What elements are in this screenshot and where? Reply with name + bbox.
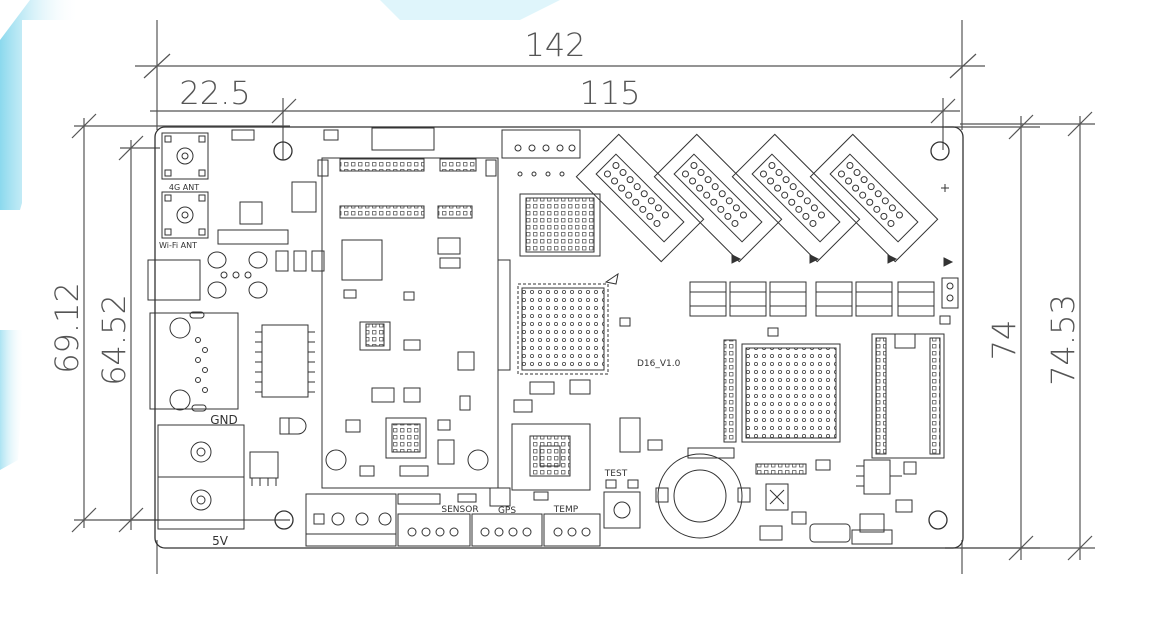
transformer xyxy=(255,324,315,398)
label-sensor: SENSOR xyxy=(441,505,478,515)
dim-inner-height-right: 74 xyxy=(985,320,1023,361)
4g-antenna-connector xyxy=(161,132,209,180)
fpga-section xyxy=(723,333,945,495)
label-temp: TEMP xyxy=(553,505,579,515)
left-section xyxy=(147,132,325,530)
wifi-antenna-connector xyxy=(161,191,209,239)
power-terminal xyxy=(157,424,245,530)
label-board-name: D16_V1.0 xyxy=(637,359,681,369)
dim-outer-height-left: 69.12 xyxy=(48,282,86,374)
label-5v: 5V xyxy=(212,534,229,548)
label-gnd: GND xyxy=(210,413,238,427)
dim-hole-span: 115 xyxy=(579,74,640,112)
qfp-chip xyxy=(511,423,591,491)
label-test: TEST xyxy=(604,469,628,479)
top-connectors xyxy=(231,127,581,177)
sensor-connector xyxy=(397,513,471,547)
dimension-lines xyxy=(71,20,1095,574)
dim-left-offset: 22.5 xyxy=(179,74,250,112)
label-gps: GPS xyxy=(498,506,516,516)
gps-connector xyxy=(471,513,543,547)
mounting-hole xyxy=(928,510,948,530)
hub75-connectors xyxy=(575,133,954,267)
test-button xyxy=(603,479,641,529)
rj45-connector xyxy=(149,311,239,412)
center-chips xyxy=(497,193,631,413)
hub75-connector-2 xyxy=(653,133,783,263)
driver-ics xyxy=(689,277,959,337)
mounting-hole xyxy=(930,141,950,161)
dim-outer-height-right: 74.53 xyxy=(1044,294,1082,386)
hub75-connector-3 xyxy=(731,133,861,263)
header-connector xyxy=(207,251,268,299)
mounting-hole xyxy=(273,141,293,161)
dim-overall-width: 142 xyxy=(524,26,585,64)
mounting-hole xyxy=(274,510,294,530)
hub75-connector-1 xyxy=(575,133,705,263)
bottom-section xyxy=(305,417,913,547)
temp-connector xyxy=(543,513,601,547)
label-wifi-ant: Wi-Fi ANT xyxy=(159,241,197,250)
core-module xyxy=(317,157,499,489)
board-outline xyxy=(154,126,964,549)
label-4g-ant: 4G ANT xyxy=(169,183,199,192)
dim-inner-height-left: 64.52 xyxy=(95,294,133,386)
terminal-block xyxy=(305,493,397,547)
hub75-connector-4 xyxy=(809,133,939,263)
board xyxy=(154,126,964,549)
coin-battery xyxy=(655,447,751,539)
cross-marker xyxy=(941,184,949,192)
